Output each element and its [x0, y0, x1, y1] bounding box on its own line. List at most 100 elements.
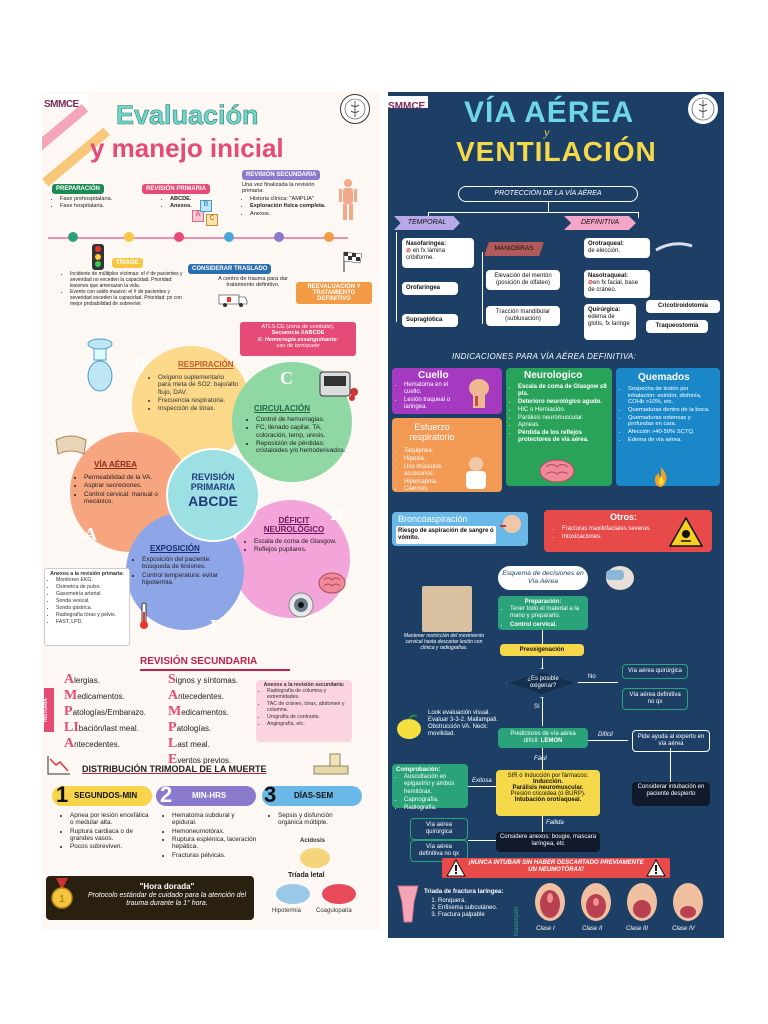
golden-hour-text: Protocolo estándar de cuidado para la at…	[88, 892, 246, 908]
elevacion-box: Elevación del mentón (posición de olfate…	[486, 270, 560, 291]
warning-bar	[442, 858, 670, 878]
trimodal-item: Hemoneumotórax.	[172, 828, 260, 835]
flow-v3	[542, 698, 543, 726]
sir-line-3: Parálisis neuromuscular.	[512, 785, 584, 791]
tree-hline	[428, 212, 638, 213]
triad-right-circle	[322, 884, 356, 904]
a-item: Permeabilidad de la VA.	[84, 474, 168, 481]
posible-diamond-bg	[510, 672, 574, 694]
trimodal-title: DISTRIBUCIÓN TRIMODAL DE LA MUERTE	[82, 764, 267, 774]
anexos-primary-item: Sonda vesical.	[56, 598, 126, 605]
trimodal-list-2: Hematoma subdural y epidural. Hemoneumot…	[164, 812, 260, 860]
neuro-item: HIC o Herniación.	[518, 407, 608, 414]
lemon-text: Look evaluación visual. Evaluar 3-3-2. M…	[428, 710, 499, 737]
sample-row: Last meal.	[168, 736, 288, 752]
quirurgica-rest: edema de glotis, fx laringe	[588, 314, 630, 328]
maniobras-box: MANIOBRAS	[484, 242, 544, 256]
c-item: FC, llenado capilar, TA, coloración, tem…	[256, 424, 346, 439]
c-item: Reposición de pérdidas: cristaloides y/o…	[256, 440, 346, 455]
c-letter: C	[280, 368, 293, 388]
trimodal-label-3: DÍAS-SEM	[294, 791, 334, 800]
breathing-person-icon	[456, 456, 496, 490]
triad-left-label: Hipotermia	[272, 908, 302, 914]
comprobacion-item: Capnografía.	[404, 797, 464, 804]
atls-line-1: ATLS-CE (zona de combate).	[261, 324, 335, 330]
sample-letter: M	[168, 704, 182, 720]
prep-list: Fase prehospitalaria. Fase hospitalaria.	[52, 196, 122, 211]
left-infographic: SMMCE Evaluación y manejo inicial PREPAR…	[42, 92, 380, 930]
c-list: Control de hemorragias. FC, llenado capi…	[248, 416, 346, 456]
fire-icon	[650, 466, 672, 488]
considerar-box: Considerar intubación en paciente despie…	[632, 782, 710, 806]
preparacion-item: Control cervical.	[510, 622, 584, 629]
anexos-primary-item: FAST, LPD.	[56, 619, 126, 626]
ample-rest: ntecedentes.	[74, 740, 120, 750]
triada-list: Ronquera. Enfisema subcutáneo. Fractura …	[430, 898, 518, 919]
svg-text:1: 1	[59, 894, 65, 905]
a-item: Control cervical: manual o mecánico.	[84, 491, 168, 506]
comprobacion-box: Comprobación: Auscultación en epigastrio…	[392, 764, 468, 811]
otros-list: Fracturas maxilofaciales severas. Intoxi…	[554, 526, 654, 542]
ample-row: Patologías/Embarazo.	[64, 704, 184, 720]
neuro-list: Escala de coma de Glasgow ≤8 pts. Deteri…	[510, 384, 608, 445]
nasotraqueal-box: Nasotraqueal: ⊘en fx facial, base de crá…	[584, 270, 650, 298]
primary-list: ABCDE. Anexos.	[162, 196, 212, 211]
sample-letter: A	[168, 688, 179, 704]
trimodal-num-3: 3	[264, 782, 277, 807]
anexos-primary-box: Anexos a la revisión primaria: Monitoreo…	[44, 568, 130, 646]
flow-no	[578, 682, 618, 683]
d-title: DÉFICIT NEUROLÓGICO	[263, 516, 325, 535]
b-item: Frecuencia respiratoria.	[158, 397, 238, 404]
trimodal-item: Sepsis y disfunción orgánica múltiple.	[278, 812, 358, 827]
stage-prep-label: PREPARACIÓN	[52, 184, 104, 194]
title-line-1: Evaluación	[116, 100, 259, 131]
center-circle	[166, 448, 260, 542]
comprobacion-list: Auscultación en epigastrio y ambos hemit…	[396, 774, 464, 812]
sample-row: Signos y síntomas.	[168, 672, 288, 688]
predictores-bold: LEMON	[540, 738, 563, 745]
clase-label-1: Clase I	[536, 926, 555, 932]
va-definitiva2-box: Vía aérea definitiva no qx	[410, 840, 468, 863]
ample-letter: P	[64, 704, 73, 720]
va-quirurgica2-box: Vía aérea quirúrgica	[410, 818, 468, 841]
trimodal-label-1: SEGUNDOS-MIN	[74, 791, 138, 800]
bronco-text-bg	[396, 526, 496, 544]
esfuerzo-item: Hipoxia.	[404, 456, 456, 463]
anexos-secondary-item: TAC de cráneo, tórax, abdomen y columna.	[267, 701, 349, 714]
e-letter: E	[210, 616, 223, 636]
b-title: RESPIRACIÓN	[178, 360, 234, 369]
right-medical-seal-icon	[688, 94, 718, 124]
trimodal-num-1: 1	[56, 782, 69, 807]
sample-row: Antecedentes.	[168, 688, 288, 704]
mallampati-class-3-icon	[624, 882, 660, 924]
naso-rest: ⊘ en fx lámina cribiforme.	[406, 248, 470, 262]
temporal-vline	[396, 232, 397, 322]
ample-letter: LI	[64, 720, 79, 736]
stage-primary-label: REVISIÓN PRIMARIA	[142, 184, 211, 194]
ample-row: Antecedentes.	[64, 736, 184, 752]
sample-rest: atologías.	[176, 724, 212, 734]
body-figure-icon	[338, 178, 358, 222]
sample-row: Patologías.	[168, 720, 288, 736]
esfuerzo-title: Esfuerzo respiratorio	[409, 422, 455, 443]
mallampati-label: Mallampati	[514, 906, 520, 936]
bag-valve-icon	[80, 338, 120, 392]
timeline-dot-5	[274, 232, 284, 242]
sample-rest: ventos previos.	[177, 756, 232, 766]
historia-label: HISTORIA	[43, 688, 54, 732]
trimodal-item: Fracturas pélvicas.	[172, 852, 260, 859]
golden-hour-title: "Hora dorada"	[139, 882, 195, 891]
naso-bold: Nasofaringea:	[406, 241, 447, 247]
traccion-box: Tracción mandibular (subluxación)	[486, 306, 560, 327]
esfuerzo-item: Uso músculos accesorios.	[404, 464, 456, 478]
quemados-item: Quemaduras extensas y profundas en cara.	[628, 415, 716, 428]
secondary-item: Anexos.	[250, 211, 337, 217]
primary-item: ABCDE.	[170, 196, 212, 202]
anexos-secondary-list: Radiografía de columna y extremidades. T…	[259, 688, 349, 728]
flow-v1	[542, 630, 543, 644]
c-title: CIRCULACIÓN	[254, 404, 310, 413]
flow-pide-v	[670, 748, 671, 782]
exitosa-label: Exitosa	[472, 778, 492, 784]
pide-box: Pide ayuda al experto en vía aérea	[632, 730, 710, 753]
temporal-tag: TEMPORAL	[394, 216, 460, 230]
